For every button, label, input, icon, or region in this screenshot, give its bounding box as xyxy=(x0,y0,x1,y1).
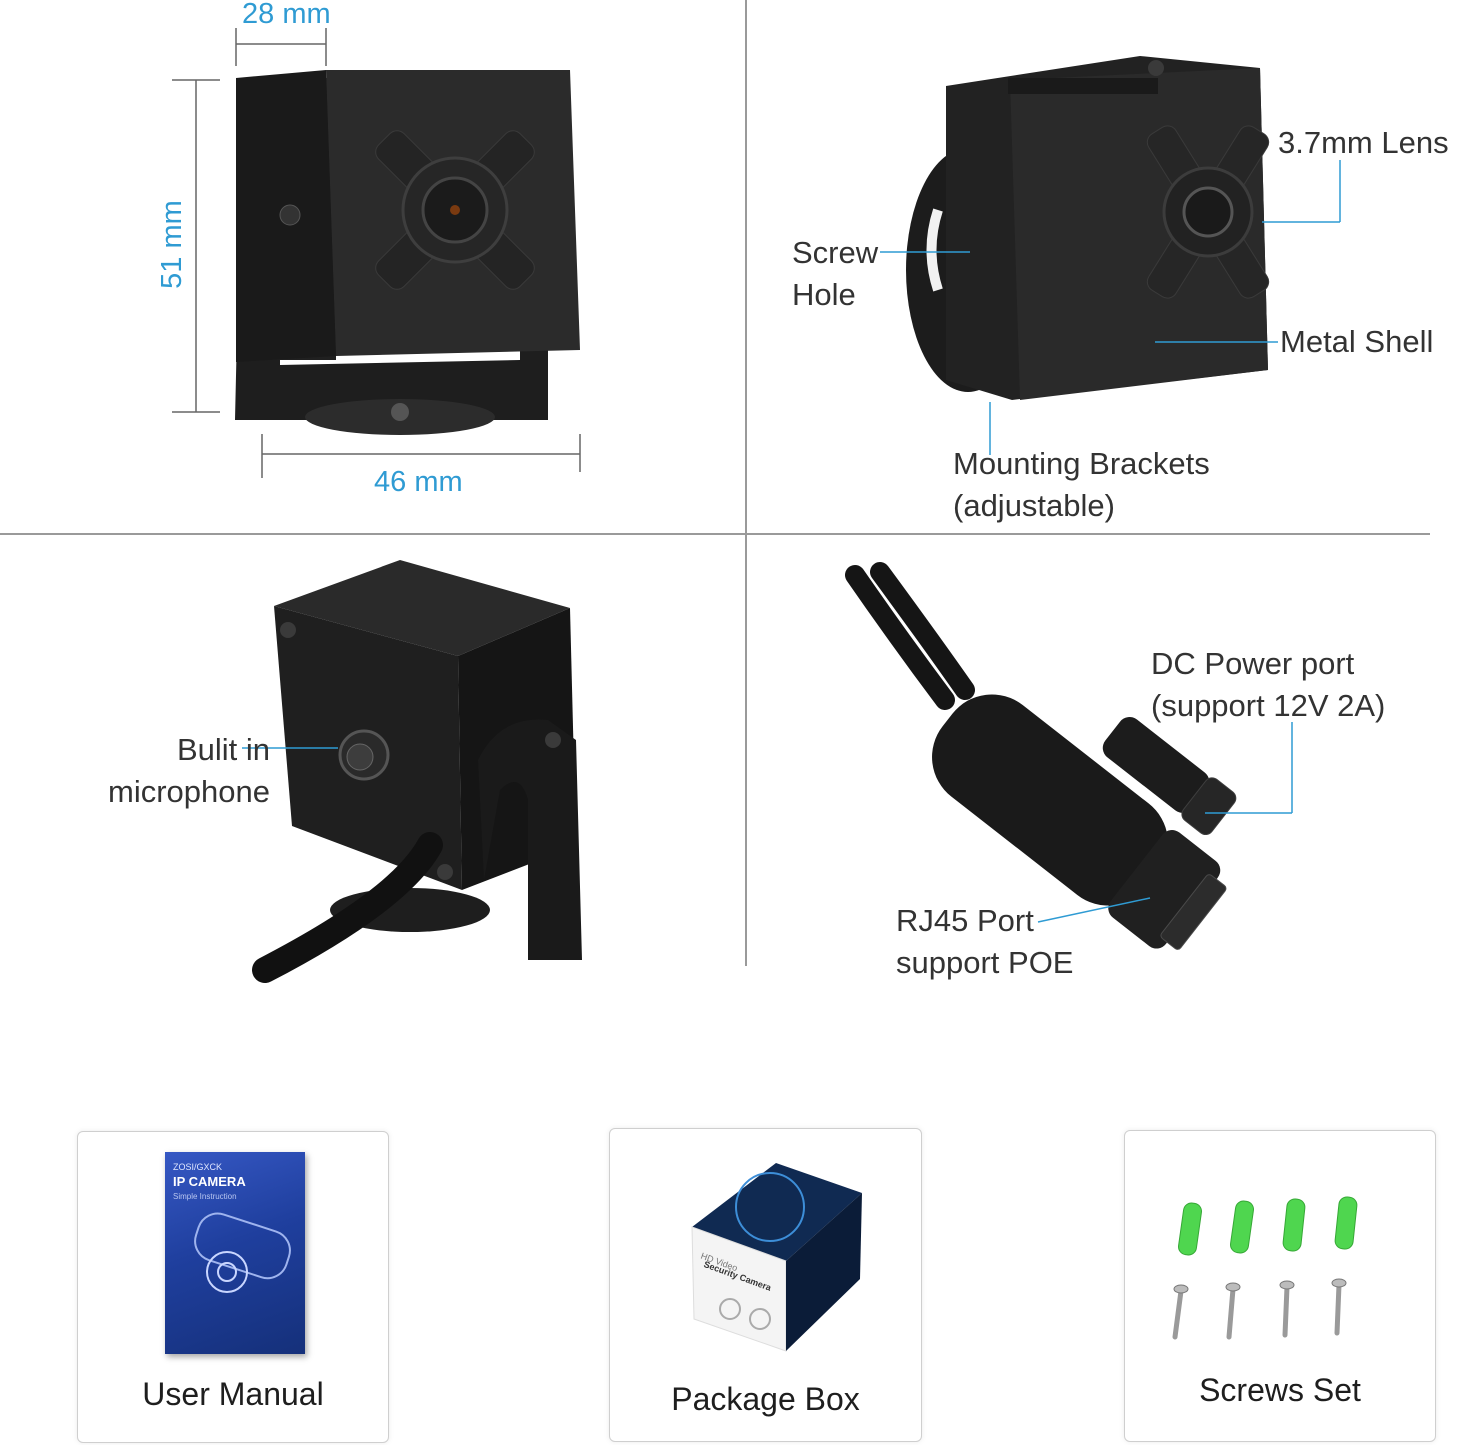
camera-front-image xyxy=(172,28,581,478)
dc-power-label-line1: DC Power port xyxy=(1151,646,1355,681)
lens-label: 3.7mm Lens xyxy=(1278,125,1449,160)
accessory-card-user-manual: ZOSI/GXCK IP CAMERA Simple Instruction U… xyxy=(77,1131,389,1443)
accessory-label: Screws Set xyxy=(1199,1372,1361,1408)
accessory-card-screws-set: Screws Set xyxy=(1124,1130,1436,1442)
metal-shell-label: Metal Shell xyxy=(1280,324,1434,359)
cable-ports-image xyxy=(845,562,1293,950)
microphone-label-line1: Bulit in xyxy=(176,732,270,767)
mounting-brackets-label-line1: Mounting Brackets xyxy=(953,446,1210,481)
dc-power-label-line2: (support 12V 2A) xyxy=(1151,688,1386,723)
screw-hole-label-line1: Screw xyxy=(792,235,879,270)
vertical-divider xyxy=(745,0,747,966)
width-dimension: 46 mm xyxy=(374,466,463,498)
rj45-label-line2: support POE xyxy=(896,945,1074,980)
accessory-label: User Manual xyxy=(142,1376,324,1412)
camera-side-image xyxy=(880,56,1341,455)
rj45-label-line1: RJ45 Port xyxy=(896,903,1034,938)
mounting-brackets-label-line2: (adjustable) xyxy=(953,488,1115,523)
horizontal-divider xyxy=(0,533,1430,535)
manual-title: IP CAMERA xyxy=(173,1174,246,1189)
package-box-image xyxy=(691,1163,862,1352)
accessory-label: Package Box xyxy=(671,1381,860,1417)
manual-subtitle: Simple Instruction xyxy=(173,1192,237,1201)
depth-dimension: 28 mm xyxy=(242,0,331,30)
screw-hole-label-line2: Hole xyxy=(792,277,856,312)
manual-cover-image: ZOSI/GXCK IP CAMERA Simple Instruction xyxy=(165,1152,305,1354)
camera-back-image xyxy=(242,560,582,983)
accessory-card-package-box: HD Video Security Camera Package Box xyxy=(609,1128,922,1442)
microphone-label-line2: microphone xyxy=(108,774,270,809)
manual-brand: ZOSI/GXCK xyxy=(173,1162,223,1172)
screws-set-image xyxy=(1172,1196,1358,1340)
manual-camera-graphic xyxy=(194,1212,291,1293)
